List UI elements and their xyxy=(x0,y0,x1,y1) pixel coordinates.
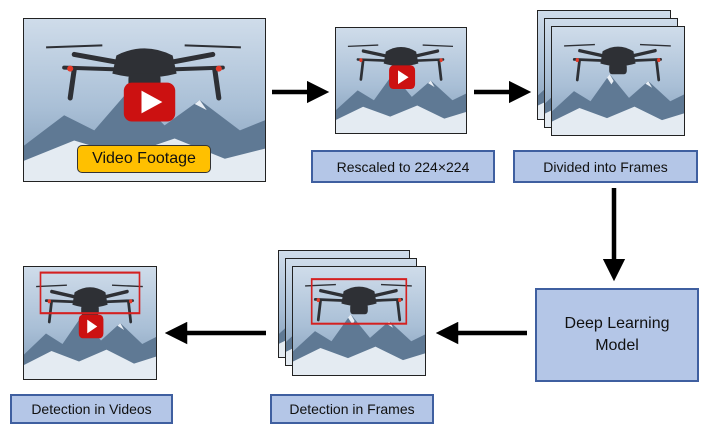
deep-learning-model-box: Deep Learning Model xyxy=(535,288,699,382)
detection-frame-front xyxy=(292,266,426,376)
play-button-icon xyxy=(123,82,176,122)
detection-videos-label: Detection in Videos xyxy=(10,394,173,424)
divided-label: Divided into Frames xyxy=(513,150,698,183)
model-label-line1: Deep Learning xyxy=(564,315,670,333)
detection-box xyxy=(310,278,408,325)
detection-box xyxy=(39,271,141,315)
frame-stack-front xyxy=(551,26,685,136)
play-button-icon xyxy=(78,314,104,339)
detection-frames-label: Detection in Frames xyxy=(270,394,434,424)
video-footage-label: Video Footage xyxy=(77,145,211,173)
model-label-line2: Model xyxy=(595,337,639,354)
play-button-icon xyxy=(389,65,416,90)
rescaled-image xyxy=(335,27,467,134)
detection-video-image xyxy=(23,266,157,380)
rescaled-label: Rescaled to 224×224 xyxy=(311,150,495,183)
